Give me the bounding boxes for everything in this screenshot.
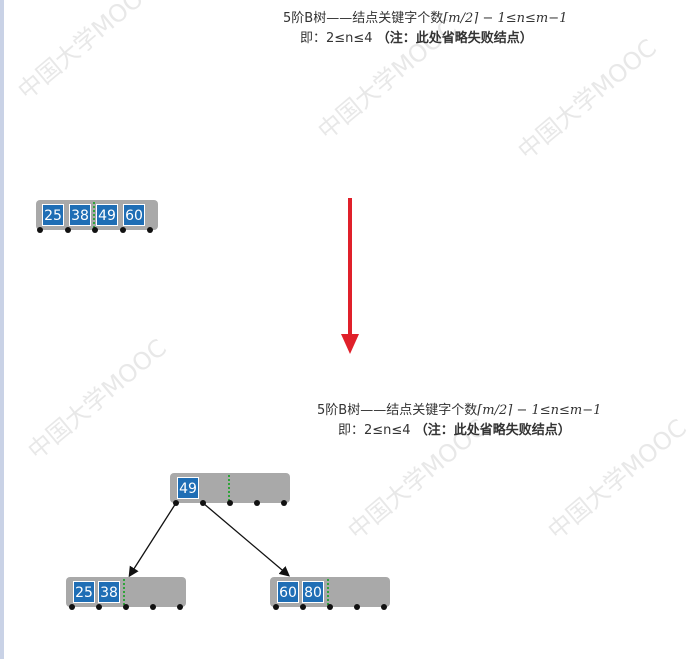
child-pointer	[200, 500, 206, 506]
child-pointer	[69, 604, 75, 610]
btree-node-root: 49	[170, 473, 290, 506]
edge-root-left	[128, 502, 177, 578]
key-38: 38	[69, 204, 91, 226]
split-marker	[93, 202, 95, 228]
caption-bottom-line1-prefix: 5阶B树——结点关键字个数	[317, 403, 478, 418]
btree-node-before: 25 38 49 60	[36, 200, 158, 233]
transition-arrow	[341, 198, 359, 354]
key-49: 49	[177, 477, 199, 499]
caption-top-formula: ⌈m/2⌉ − 1≤n≤m−1	[443, 11, 568, 26]
caption-bottom-line2-prefix: 即：2≤n≤4	[338, 423, 411, 438]
caption-top-line2: 即：2≤n≤4 （注：此处省略失败结点）	[300, 27, 533, 46]
child-pointer	[254, 500, 260, 506]
child-pointer	[227, 500, 233, 506]
child-pointer	[177, 604, 183, 610]
edge-root-right	[202, 502, 290, 577]
child-pointer	[300, 604, 306, 610]
caption-bottom-note: （注：此处省略失败结点）	[414, 423, 571, 438]
child-pointer	[147, 227, 153, 233]
child-pointer	[273, 604, 279, 610]
btree-node-right-child: 60 80	[270, 577, 390, 610]
key-25: 25	[42, 204, 64, 226]
key-25: 25	[73, 581, 95, 603]
child-pointer	[354, 604, 360, 610]
child-pointer	[120, 227, 126, 233]
caption-bottom-formula: ⌈m/2⌉ − 1≤n≤m−1	[477, 403, 602, 418]
child-pointer	[381, 604, 387, 610]
child-pointer	[150, 604, 156, 610]
left-edge-bar	[0, 0, 4, 659]
split-marker	[123, 579, 125, 605]
child-pointer	[123, 604, 129, 610]
child-pointer	[37, 227, 43, 233]
child-pointer	[327, 604, 333, 610]
caption-top-note: （注：此处省略失败结点）	[376, 31, 533, 46]
key-60: 60	[277, 581, 299, 603]
child-pointer	[65, 227, 71, 233]
child-pointer	[173, 500, 179, 506]
caption-top-line2-prefix: 即：2≤n≤4	[300, 31, 373, 46]
key-80: 80	[302, 581, 324, 603]
split-marker	[327, 579, 329, 605]
key-38: 38	[98, 581, 120, 603]
btree-node-left-child: 25 38	[66, 577, 186, 610]
key-49: 49	[96, 204, 118, 226]
caption-top-line1: 5阶B树——结点关键字个数⌈m/2⌉ − 1≤n≤m−1	[283, 7, 567, 26]
child-pointer	[92, 227, 98, 233]
split-marker	[228, 475, 230, 501]
caption-bottom-line2: 即：2≤n≤4 （注：此处省略失败结点）	[338, 419, 571, 438]
child-pointer	[281, 500, 287, 506]
child-pointer	[96, 604, 102, 610]
caption-top-line1-prefix: 5阶B树——结点关键字个数	[283, 11, 444, 26]
caption-bottom-line1: 5阶B树——结点关键字个数⌈m/2⌉ − 1≤n≤m−1	[317, 399, 601, 418]
key-60: 60	[123, 204, 145, 226]
